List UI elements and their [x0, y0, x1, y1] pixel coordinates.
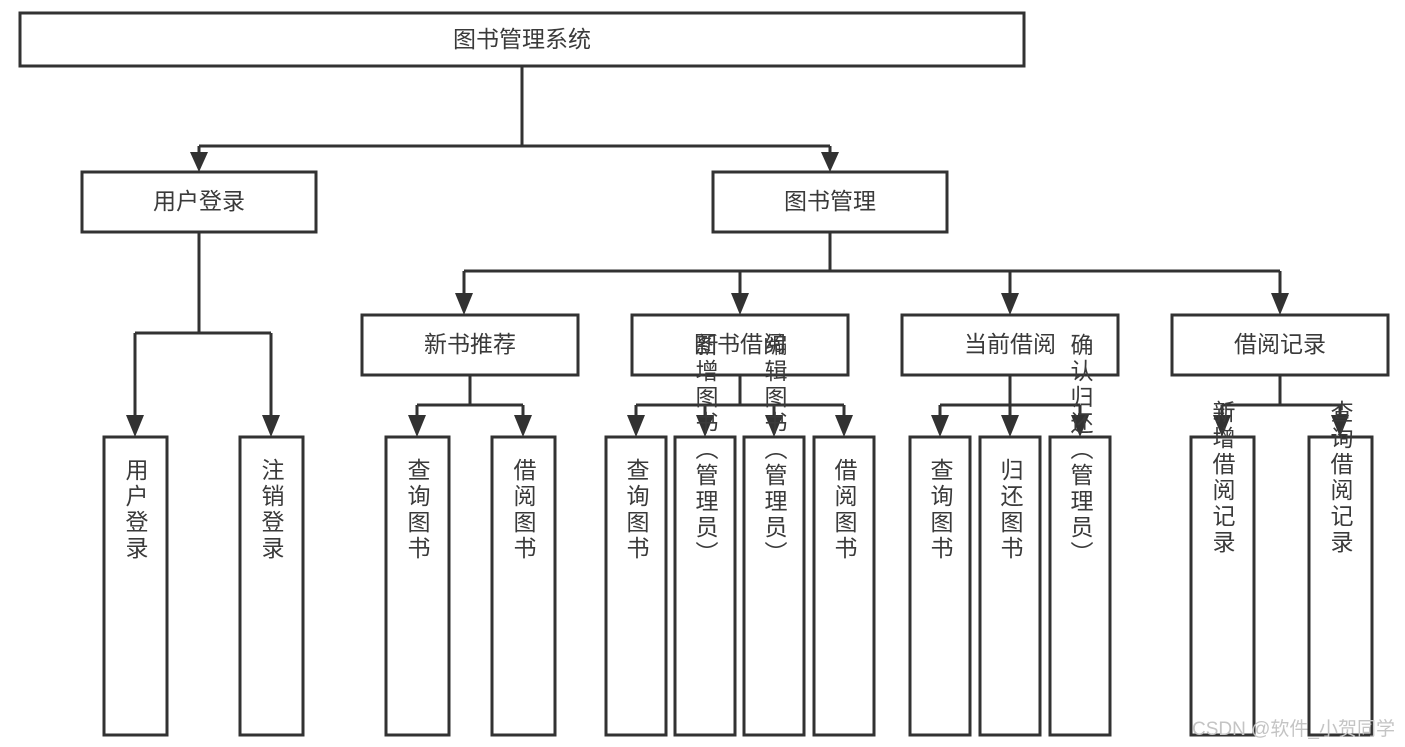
leaf-borrow-edit-book-box[interactable]: [742, 435, 806, 737]
node-book-management-label: 图书管理: [784, 188, 876, 214]
leaf-newbook-query-book-label: 查询图书: [404, 458, 431, 562]
arrow-leaf-user-login: [126, 415, 144, 437]
arrow-leaf-cb-return: [1001, 415, 1019, 437]
arrow-leaf-nb-borrow: [514, 415, 532, 437]
node-user-login-box[interactable]: [80, 170, 318, 234]
arrow-leaf-rc-add: [1213, 415, 1231, 437]
arrow-leaf-nb-query: [408, 415, 426, 437]
node-new-book-recommend-box[interactable]: [360, 313, 580, 377]
arrow-leaf-rc-query: [1331, 415, 1349, 437]
edge-group: [126, 66, 1349, 437]
arrow-leaf-cb-query: [931, 415, 949, 437]
leaf-current-query-book-label: 查询图书: [927, 458, 954, 562]
node-book-borrow-label: 图书借阅: [694, 331, 786, 357]
csdn-watermark: CSDN @软件_小贺同学: [1192, 719, 1395, 740]
node-borrow-record[interactable]: 借阅记录: [1170, 313, 1390, 377]
leaf-user-login[interactable]: 用户登录: [102, 435, 169, 737]
leaf-borrow-query-book-box[interactable]: [604, 435, 668, 737]
arrow-to-user-login: [190, 152, 208, 172]
leaf-borrow-borrow-book-label: 借阅图书: [831, 458, 858, 562]
leaf-borrow-query-book[interactable]: 查询图书: [604, 435, 668, 737]
leaf-record-add[interactable]: 新增借阅记录: [1189, 400, 1256, 737]
leaf-borrow-add-book-label: 新增图书（管理员）: [692, 333, 719, 567]
node-user-login-label: 用户登录: [153, 188, 245, 214]
arrow-leaf-bw-edit: [765, 415, 783, 437]
leaf-record-query[interactable]: 查询借阅记录: [1307, 400, 1374, 737]
leaf-borrow-edit-book-label: 编辑图书（管理员）: [761, 333, 788, 567]
arrow-to-new-book: [455, 293, 473, 315]
node-book-borrow-box[interactable]: [630, 313, 850, 377]
leaf-logout-box[interactable]: [238, 435, 305, 737]
leaf-newbook-query-book[interactable]: 查询图书: [384, 435, 451, 737]
leaf-borrow-query-book-label: 查询图书: [623, 458, 650, 562]
arrow-leaf-logout: [262, 415, 280, 437]
leaf-current-return-book[interactable]: 归还图书: [978, 435, 1042, 737]
leaf-user-login-box[interactable]: [102, 435, 169, 737]
node-current-borrow-box[interactable]: [900, 313, 1120, 377]
arrow-to-book-mgmt: [821, 152, 839, 172]
arrow-to-current: [1001, 293, 1019, 315]
leaf-record-add-label: 新增借阅记录: [1209, 400, 1236, 556]
leaf-newbook-borrow-book[interactable]: 借阅图书: [490, 435, 557, 737]
leaf-borrow-borrow-book[interactable]: 借阅图书: [812, 435, 876, 737]
arrow-leaf-bw-add: [696, 415, 714, 437]
arrow-to-record: [1271, 293, 1289, 315]
leaf-newbook-borrow-book-box[interactable]: [490, 435, 557, 737]
arrow-leaf-bw-borrow: [835, 415, 853, 437]
leaf-record-query-label: 查询借阅记录: [1327, 400, 1354, 556]
node-user-login[interactable]: 用户登录: [80, 170, 318, 234]
node-book-management-box[interactable]: [711, 170, 949, 234]
leaf-borrow-add-book[interactable]: 新增图书（管理员）: [673, 333, 737, 737]
leaf-current-query-book[interactable]: 查询图书: [908, 435, 972, 737]
node-current-borrow[interactable]: 当前借阅: [900, 313, 1120, 377]
node-borrow-record-box[interactable]: [1170, 313, 1390, 377]
arrow-leaf-bw-query: [627, 415, 645, 437]
node-borrow-record-label: 借阅记录: [1234, 331, 1326, 357]
leaf-user-login-label: 用户登录: [122, 458, 149, 562]
node-new-book-recommend-label: 新书推荐: [424, 331, 516, 357]
leaf-borrow-edit-book[interactable]: 编辑图书（管理员）: [742, 333, 806, 737]
arrow-to-borrow: [731, 293, 749, 315]
leaf-current-return-book-label: 归还图书: [997, 458, 1024, 562]
node-book-borrow[interactable]: 图书借阅: [630, 313, 850, 377]
leaf-logout[interactable]: 注销登录: [238, 435, 305, 737]
leaf-newbook-query-book-box[interactable]: [384, 435, 451, 737]
node-root-box[interactable]: [18, 11, 1026, 68]
leaf-borrow-add-book-box[interactable]: [673, 435, 737, 737]
node-book-management[interactable]: 图书管理: [711, 170, 949, 234]
node-root[interactable]: 图书管理系统: [18, 11, 1026, 68]
leaf-newbook-borrow-book-label: 借阅图书: [510, 458, 537, 562]
node-root-label: 图书管理系统: [453, 26, 591, 52]
node-new-book-recommend[interactable]: 新书推荐: [360, 313, 580, 377]
node-current-borrow-label: 当前借阅: [964, 331, 1056, 357]
leaf-borrow-borrow-book-box[interactable]: [812, 435, 876, 737]
arrow-leaf-cb-confirm: [1071, 415, 1089, 437]
leaf-current-confirm-return-box[interactable]: [1048, 435, 1112, 737]
leaf-logout-label: 注销登录: [258, 458, 285, 562]
leaf-current-return-book-box[interactable]: [978, 435, 1042, 737]
leaf-record-add-box[interactable]: [1189, 435, 1256, 737]
leaf-current-confirm-return-label: 确认归还（管理员）: [1067, 333, 1094, 567]
leaf-record-query-box[interactable]: [1307, 435, 1374, 737]
leaf-current-confirm-return[interactable]: 确认归还（管理员）: [1048, 333, 1112, 737]
leaf-current-query-book-box[interactable]: [908, 435, 972, 737]
